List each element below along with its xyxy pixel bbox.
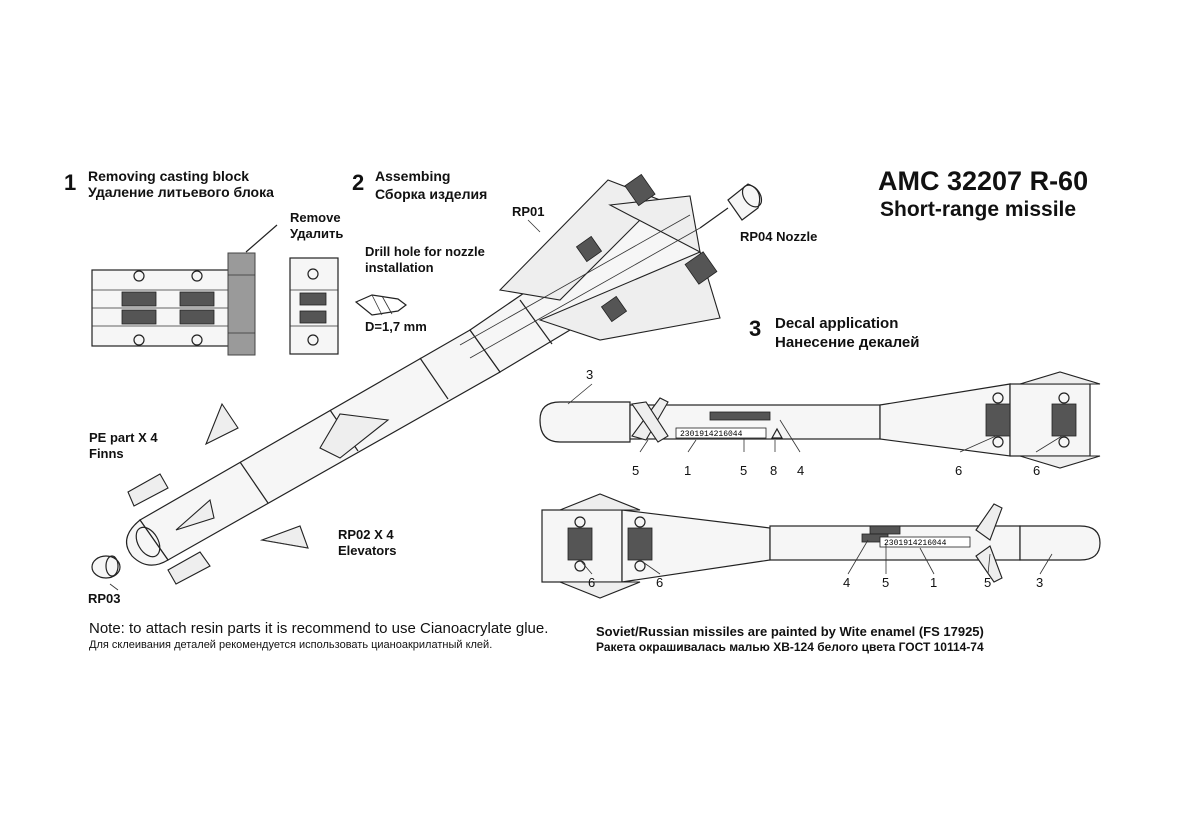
- pe-fin-parts: [127, 402, 239, 585]
- nozzle-part: [727, 183, 763, 221]
- step-1-number: 1: [64, 170, 77, 195]
- top-callout: 6: [955, 463, 963, 478]
- bottom-callout: 1: [930, 575, 938, 590]
- step1-casting-drawing: [91, 224, 339, 356]
- decal-top-view: 2301914216044: [539, 371, 1101, 469]
- top-callout: 5: [632, 463, 640, 478]
- product-subtitle: Short-range missile: [880, 198, 1077, 221]
- bottom-serial-decal: 2301914216044: [884, 539, 947, 548]
- step-1-title-ru: Удаление литьевого блока: [88, 184, 274, 200]
- remove-label-en: Remove: [290, 210, 341, 225]
- top-callout: 3: [586, 367, 594, 382]
- top-callout: 6: [1033, 463, 1041, 478]
- step-3-number: 3: [749, 316, 762, 341]
- top-callout: 1: [684, 463, 692, 478]
- decal-bottom-view: 2301914216044: [541, 493, 1101, 599]
- drill-label-line1: Drill hole for nozzle: [365, 244, 485, 259]
- bottom-callout: 5: [984, 575, 992, 590]
- drill-diameter-label: D=1,7 mm: [365, 319, 427, 334]
- rp01-label: RP01: [512, 204, 545, 219]
- step-3-title-ru: Нанесение декалей: [775, 334, 920, 351]
- step-2-title-ru: Сборка изделия: [375, 186, 488, 202]
- drill-label-line2: installation: [365, 260, 434, 275]
- elevator-part: [259, 525, 309, 549]
- pe-part-label-line2: Finns: [89, 446, 124, 461]
- top-callout: 5: [740, 463, 748, 478]
- paint-note-ru: Ракета окрашивалась малью ХВ-124 белого …: [596, 640, 984, 654]
- step-2-number: 2: [352, 170, 365, 195]
- step-2-title-en: Assembing: [375, 168, 451, 184]
- paint-note-en: Soviet/Russian missiles are painted by W…: [596, 624, 984, 639]
- assembly-missile: [125, 173, 729, 566]
- pe-part-label-line1: PE part X 4: [89, 430, 158, 445]
- rp02-label-line1: RP02 X 4: [338, 527, 394, 542]
- product-title: AMC 32207 R-60: [878, 166, 1089, 196]
- top-callout: 8: [770, 463, 778, 478]
- step-1-title-en: Removing casting block: [88, 168, 250, 184]
- top-serial-decal: 2301914216044: [680, 430, 743, 439]
- bottom-callout: 3: [1036, 575, 1044, 590]
- bottom-callout: 6: [588, 575, 596, 590]
- step-3-title-en: Decal application: [775, 315, 899, 332]
- drill-bit-icon: [354, 294, 407, 316]
- nose-dome-part: [91, 555, 121, 579]
- glue-note-ru: Для склеивания деталей рекомендуется исп…: [89, 639, 493, 651]
- bottom-callout: 5: [882, 575, 890, 590]
- casting-block: [227, 252, 256, 356]
- rp04-label: RP04 Nozzle: [740, 229, 818, 244]
- glue-note-en: Note: to attach resin parts it is recomm…: [89, 620, 549, 637]
- remove-label-ru: Удалить: [290, 226, 344, 241]
- rp03-label: RP03: [88, 591, 121, 606]
- bottom-callout: 4: [843, 575, 851, 590]
- rp02-label-line2: Elevators: [338, 543, 397, 558]
- top-callout: 4: [797, 463, 805, 478]
- bottom-callout: 6: [656, 575, 664, 590]
